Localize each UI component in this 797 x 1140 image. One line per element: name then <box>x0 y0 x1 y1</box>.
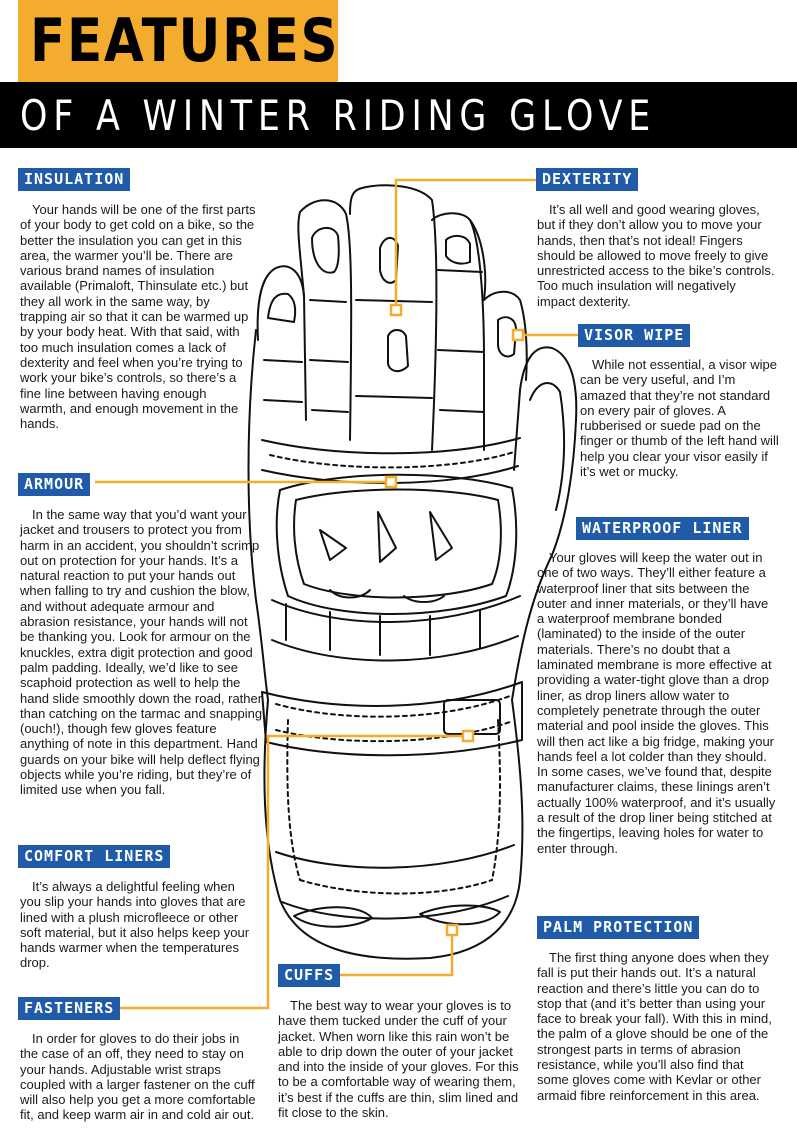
visor-wipe-heading: VISOR WIPE <box>578 324 691 347</box>
subtitle-banner <box>0 82 797 148</box>
armour-text: In the same way that you’d want your jac… <box>20 507 263 798</box>
dexterity-heading: DEXTERITY <box>536 168 639 191</box>
title-banner <box>18 0 338 82</box>
dexterity-text: It’s all well and good wearing gloves, b… <box>537 202 775 309</box>
palm-protection-text: The first thing anyone does when they fa… <box>537 950 772 1103</box>
glove-outline <box>247 184 578 960</box>
palm-protection-heading: PALM PROTECTION <box>537 916 700 939</box>
waterproof-liner-text: Your gloves will keep the water out in o… <box>537 550 776 856</box>
callout-markers <box>384 303 525 937</box>
insulation-heading: INSULATION <box>18 168 131 191</box>
page-title: FEATURES <box>30 6 340 76</box>
cuffs-heading: CUFFS <box>278 964 341 987</box>
comfort-liners-text: It’s always a delightful feeling when yo… <box>20 879 250 971</box>
waterproof-liner-heading: WATERPROOF LINER <box>576 517 749 540</box>
visor-wipe-text: While not essential, a visor wipe can be… <box>580 357 779 480</box>
insulation-text: Your hands will be one of the first part… <box>20 202 256 432</box>
fasteners-text: In order for gloves to do their jobs in … <box>20 1031 256 1123</box>
callout-lines <box>95 178 578 1010</box>
cuffs-text: The best way to wear your gloves is to h… <box>278 998 519 1121</box>
armour-heading: ARMOUR <box>18 473 91 496</box>
comfort-liners-heading: COMFORT LINERS <box>18 845 171 868</box>
fasteners-heading: FASTENERS <box>18 997 121 1020</box>
page-subtitle: OF A WINTER RIDING GLOVE <box>20 91 657 140</box>
